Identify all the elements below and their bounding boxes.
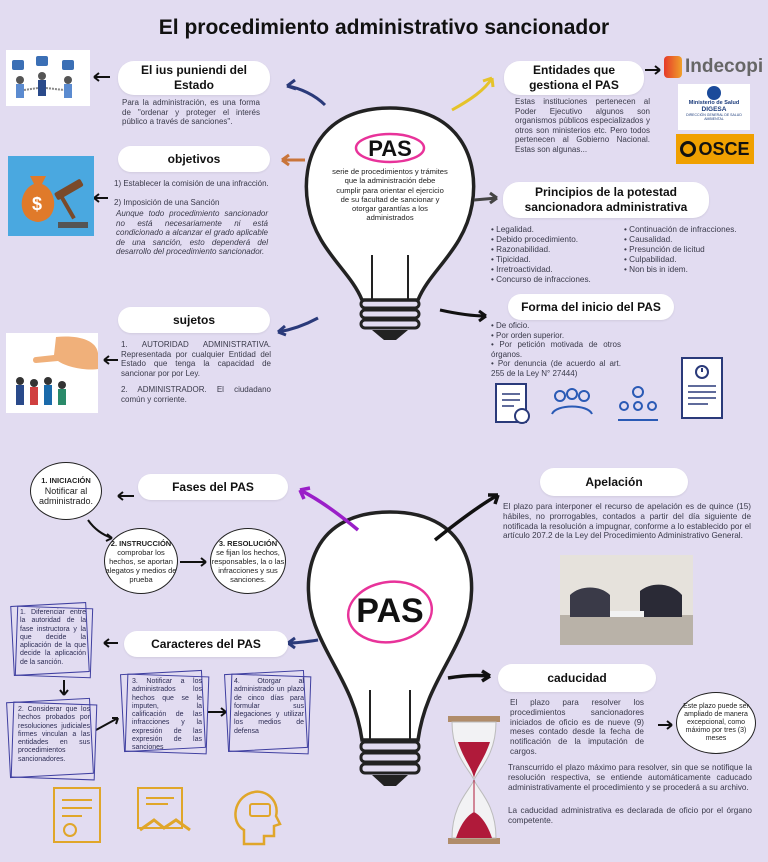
caracter-3-text: 3. Notificar a los administrados los hec… <box>132 678 202 752</box>
forma-item: Por petición motivada de otros órganos. <box>491 340 621 359</box>
objetivos-title: objetivos <box>118 146 270 172</box>
osce-logo-text: OSCE <box>698 138 750 159</box>
sujetos-item-1-text: Representada por cualquier Entidad del E… <box>121 349 271 378</box>
pas-description: serie de procedimientos y trámites que l… <box>332 167 448 223</box>
caracter-card-4: 4. Otorgar al administrado un plazo de c… <box>224 669 312 755</box>
principios-title: Principios de la potestad sancionadora a… <box>503 182 709 218</box>
principios-list-col1: Legalidad. Debido procedimiento. Razonab… <box>491 225 629 285</box>
entidades-title: Entidades que gestiona el PAS <box>504 61 644 95</box>
pointing-hand-illustration <box>6 333 98 413</box>
fases-title: Fases del PAS <box>138 474 288 500</box>
caducidad-extension-circle: Este plazo puede ser ampliado de manera … <box>676 692 756 754</box>
forma-inicio-list: De oficio. Por orden superior. Por petic… <box>491 321 621 378</box>
principio-item: Presunción de licitud <box>624 245 764 255</box>
objetivos-note: Aunque todo procedimiento sancionador no… <box>116 209 268 256</box>
principio-item: Tipicidad. <box>491 255 629 265</box>
apelacion-text: El plazo para interponer el recurso de a… <box>503 502 751 541</box>
fase-iniciacion-text: Notificar al administrado. <box>38 486 94 506</box>
sujetos-item-2-text: El ciudadano común y corriente. <box>121 385 271 404</box>
principio-item: Irretroactividad. <box>491 265 629 275</box>
forma-item: De oficio. <box>491 321 621 331</box>
principio-item: Continuación de infracciones. <box>624 225 764 235</box>
caracteres-title: Caracteres del PAS <box>124 631 288 657</box>
team-icon <box>551 388 593 415</box>
caracter-1-text: 1. Diferenciar entre la autoridad de la … <box>20 609 86 666</box>
principio-item: Non bis in idem. <box>624 265 764 275</box>
meeting-photo <box>560 555 693 645</box>
handshake-agreement-icon <box>137 787 191 832</box>
money-gavel-illustration: $ <box>8 156 94 236</box>
caducidad-text-1: El plazo para resolver los procedimiento… <box>510 698 644 756</box>
sujetos-title: sujetos <box>118 307 270 333</box>
complaint-document-icon <box>681 357 723 419</box>
minsa-digesa-logo: Ministerio de Salud DIGESA DIRECCIÓN GEN… <box>678 84 750 130</box>
sujetos-item-2: 2. ADMINISTRADOR. El ciudadano común y c… <box>121 385 271 404</box>
minsa-icon <box>707 86 721 100</box>
caracter-2-text: 2. Considerar que los hechos probados po… <box>18 706 90 763</box>
apelacion-title: Apelación <box>540 468 688 496</box>
caracter-4-text: 4. Otorgar al administrado un plazo de c… <box>234 678 304 735</box>
caducidad-text-3: La caducidad administrativa es declarada… <box>508 806 752 825</box>
fase-resolucion-text: se fijan los hechos, responsables, la o … <box>211 547 285 584</box>
fase-iniciacion-label: 1. INICIACIÓN <box>41 476 91 485</box>
indecopi-logo: Indecopi <box>664 54 764 80</box>
caracter-card-2: 2. Considerar que los hechos probados po… <box>6 697 98 781</box>
indecopi-logo-mark <box>664 56 682 78</box>
fase-iniciacion: 1. INICIACIÓN Notificar al administrado. <box>30 462 102 520</box>
fase-resolucion-label: 3. RESOLUCIÓN <box>218 538 278 548</box>
fase-instruccion: 2. INSTRUCCIÓN comprobar los hechos, se … <box>104 528 178 594</box>
contract-document-icon <box>53 787 101 843</box>
caracter-card-1: 1. Diferenciar entre la autoridad de la … <box>10 602 94 679</box>
page-title: El procedimiento administrativo sanciona… <box>158 16 610 39</box>
caracter-card-3: 3. Notificar a los administrados los hec… <box>120 669 210 755</box>
principio-item: Razonabilidad. <box>491 245 629 255</box>
fase-resolucion: 3. RESOLUCIÓN se fijan los hechos, respo… <box>210 528 286 594</box>
forma-item: Por denuncia (de acuerdo al art. 255 de … <box>491 359 621 378</box>
osce-logo-mark <box>680 141 697 157</box>
sujetos-item-1-label: 1. AUTORIDAD ADMINISTRATIVA. <box>121 340 271 349</box>
principios-list-col2: Continuación de infracciones. Causalidad… <box>624 225 764 275</box>
document-certificate-icon <box>495 383 530 424</box>
organization-icon <box>618 386 658 421</box>
thinking-head-icon <box>234 790 282 846</box>
digesa-subtitle: DIRECCIÓN GENERAL DE SALUD AMBIENTAL <box>686 113 742 121</box>
minsa-name: Ministerio de Salud <box>688 100 740 106</box>
principio-item: Culpabilidad. <box>624 255 764 265</box>
fase-instruccion-text: comprobar los hechos, se aportan alegato… <box>105 547 177 584</box>
sujetos-item-2-label: 2. ADMINISTRADOR. <box>121 385 207 394</box>
objetivo-item-1: 1) Establecer la comisión de una infracc… <box>114 179 269 188</box>
fase-instruccion-label: 2. INSTRUCCIÓN <box>110 538 172 548</box>
pas-bottom-heading: PAS <box>356 592 424 630</box>
forma-inicio-title: Forma del inicio del PAS <box>508 294 674 320</box>
indecopi-logo-text: Indecopi <box>685 56 764 77</box>
caducidad-title: caducidad <box>498 664 656 692</box>
osce-logo: OSCE <box>676 134 754 164</box>
ius-puniendi-title: El ius puniendi del Estado <box>118 61 270 95</box>
principio-item: Concurso de infracciones. <box>491 275 629 285</box>
principio-item: Debido procedimiento. <box>491 235 629 245</box>
hourglass-icon <box>448 716 500 844</box>
ius-puniendi-text: Para la administración, es una forma de … <box>122 98 260 126</box>
caducidad-text-2: Transcurrido el plazo máximo para resolv… <box>508 763 752 792</box>
principio-item: Causalidad. <box>624 235 764 245</box>
objetivo-item-2: 2) Imposición de una Sanción <box>114 198 220 207</box>
digesa-name: DIGESA <box>701 106 727 113</box>
forma-item: Por orden superior. <box>491 331 621 341</box>
principio-item: Legalidad. <box>491 225 629 235</box>
entidades-text: Estas instituciones pertenecen al Poder … <box>515 97 650 154</box>
svg-text:$: $ <box>32 194 42 214</box>
pas-top-heading: PAS <box>368 136 412 161</box>
chained-people-illustration <box>6 50 90 106</box>
sujetos-item-1: 1. AUTORIDAD ADMINISTRATIVA. Representad… <box>121 340 271 378</box>
